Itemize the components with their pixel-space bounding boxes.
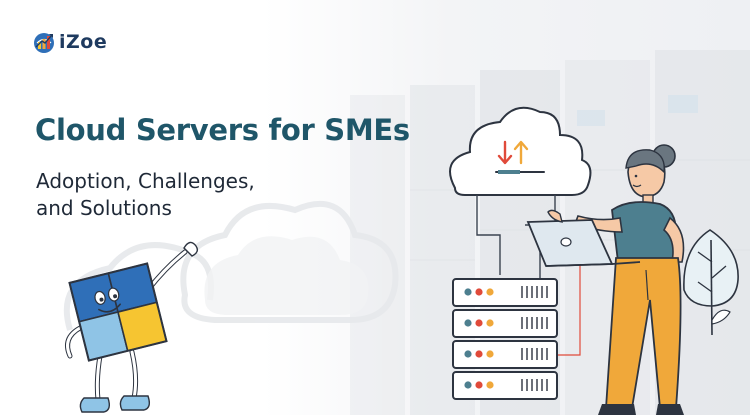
woman-with-laptop-illustration: [526, 144, 685, 415]
brand-logo[interactable]: iZoe: [32, 30, 107, 54]
subtitle-line-2: and Solutions: [36, 196, 172, 220]
decorative-tree-icon: [683, 229, 739, 336]
page-subtitle: Adoption, Challenges, and Solutions: [36, 168, 255, 222]
tile-mascot-waving: [65, 241, 199, 413]
bar-chart-globe-logo-icon: [34, 33, 54, 53]
logo-wordmark: iZoe: [59, 31, 108, 53]
server-rack-icon: [452, 278, 558, 400]
subtitle-line-1: Adoption, Challenges,: [36, 169, 255, 193]
page-title: Cloud Servers for SMEs: [35, 113, 410, 147]
cloud-upload-download-icon: [449, 106, 592, 196]
